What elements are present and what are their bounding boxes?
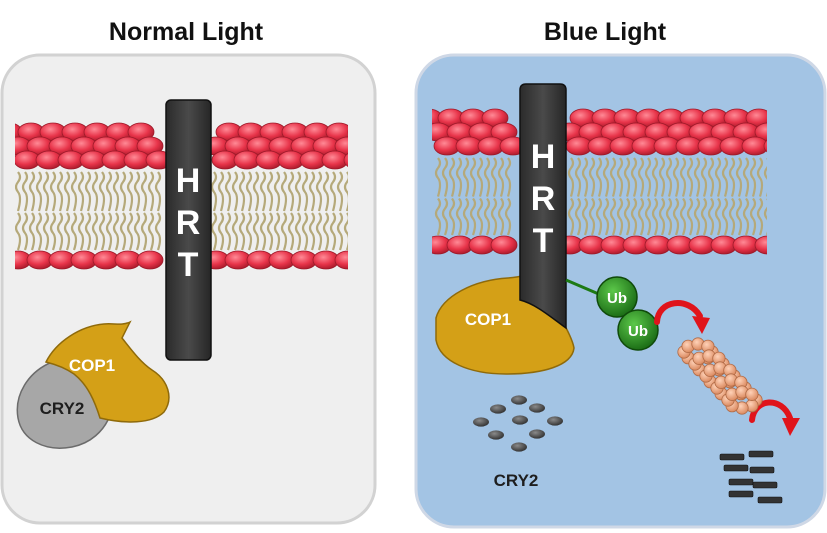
right-cry2-label: CRY2 <box>494 471 539 490</box>
right-panel-title: Blue Light <box>543 18 667 46</box>
lipid-head <box>321 150 348 170</box>
cry2-fragment <box>488 430 504 440</box>
peptide-fragment <box>719 453 745 461</box>
peptide-fragment <box>728 490 754 498</box>
lipid-tails <box>15 171 348 251</box>
cry2-fragment <box>511 442 527 452</box>
lipid-head <box>741 136 767 156</box>
ubiquitin-1: Ub <box>596 276 638 318</box>
lipid-head <box>334 136 348 156</box>
lipid-tails <box>434 157 767 236</box>
lipid-head <box>136 250 164 270</box>
lipid-head <box>754 122 767 142</box>
left-cop1-protein: COP1 <box>44 320 170 423</box>
cry2-fragment <box>529 429 545 439</box>
proteasome <box>677 337 763 415</box>
peptide-fragment <box>748 450 774 458</box>
lipid-head <box>754 235 767 255</box>
cry2-fragment <box>512 415 528 425</box>
degradation-fragments <box>719 450 783 504</box>
lipid-head <box>763 139 767 153</box>
peptide-fragment <box>757 496 783 504</box>
cry2-fragment <box>490 404 506 414</box>
ubiquitin-2: Ub <box>617 309 659 351</box>
left-cop1-label: COP1 <box>69 356 115 375</box>
peptide-fragment <box>723 464 749 472</box>
cry2-fragment <box>547 416 563 426</box>
cry2-fragment <box>511 395 527 405</box>
lipid-head <box>490 235 518 255</box>
cry2-fragment <box>529 403 545 413</box>
ubiquitin-1-label: Ub <box>607 290 627 307</box>
ubiquitin-2-label: Ub <box>628 323 648 340</box>
lipid-head <box>334 250 348 270</box>
right-cry2-fragments <box>473 395 563 452</box>
lipid-head <box>343 153 348 167</box>
left-cry2-label: CRY2 <box>40 399 85 418</box>
right-cop1-label: COP1 <box>465 310 511 329</box>
curved-arrow-2-icon <box>749 399 800 436</box>
right-lipid-bilayer <box>432 108 767 255</box>
left-lipid-bilayer <box>15 122 348 270</box>
peptide-fragment <box>749 466 775 474</box>
left-panel-title: Normal Light <box>108 18 264 46</box>
cry2-fragment <box>473 417 489 427</box>
curved-arrow-1-icon <box>654 300 710 334</box>
peptide-fragment <box>752 481 778 489</box>
peptide-fragment <box>728 478 754 486</box>
